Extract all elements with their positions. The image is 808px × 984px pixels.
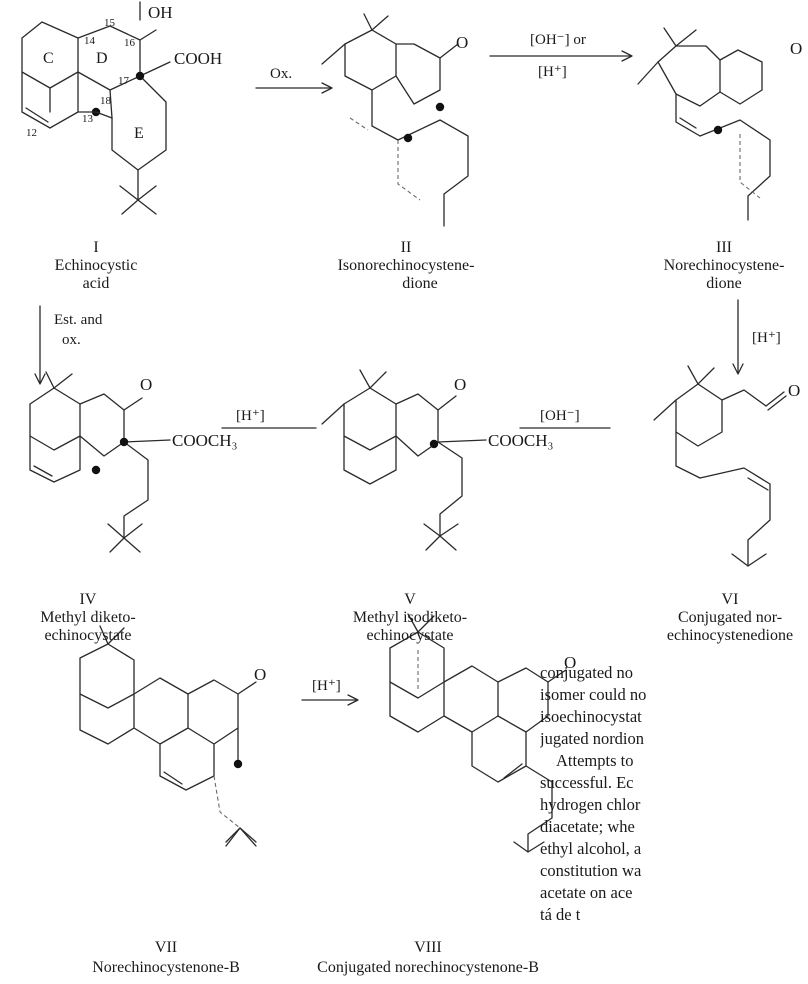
text-line: isomer could no	[540, 685, 647, 704]
locant: 16	[124, 37, 136, 49]
locant: 13	[82, 113, 94, 125]
numeral-VI: VI	[722, 591, 739, 608]
name-IV: Methyl diketo-	[40, 609, 136, 626]
text-line: successful. Ec	[540, 773, 634, 792]
numeral-V: V	[404, 591, 416, 608]
reagent-oh-or: [OH⁻] or	[530, 32, 586, 48]
name-VII: Norechinocystenone-B	[92, 959, 240, 976]
structure-I	[21, 1, 171, 215]
text-line: diacetate; whe	[540, 817, 635, 836]
numeral-IV: IV	[80, 591, 97, 608]
name-IV: echinocystate	[44, 627, 131, 644]
structure-VIII	[389, 613, 567, 853]
atom-cooh: COOH	[174, 49, 222, 68]
numeral-I: I	[93, 239, 98, 256]
numeral-VII: VII	[155, 939, 177, 956]
name-V: echinocystate	[366, 627, 453, 644]
reagent-h-bottom: [H⁺]	[312, 678, 341, 694]
reagent-est-and: Est. and	[54, 312, 103, 328]
text-line: hydrogen chlor	[540, 795, 641, 814]
ring-label-e: E	[134, 125, 144, 142]
atom-o-III: O	[790, 39, 802, 58]
text-line: Attempts to	[556, 751, 634, 770]
text-line: constitution wa	[540, 861, 642, 880]
numeral-II: II	[401, 239, 412, 256]
body-text-fragment: conjugated no isomer could no isoechinoc…	[540, 662, 808, 926]
atom-cooch3-IV: COOCH₃	[172, 431, 238, 450]
reagent-h-plus: [H⁺]	[538, 64, 567, 80]
ring-label-d: D	[96, 50, 108, 67]
arrow-I-to-II	[255, 82, 333, 94]
structure-III	[637, 27, 771, 221]
name-VIII: Conjugated norechinocystenone-B	[317, 959, 539, 976]
text-line: ethyl alcohol, a	[540, 839, 642, 858]
arrow-VII-to-VIII	[301, 694, 359, 706]
reagent-h-left: [H⁺]	[236, 408, 265, 424]
arrow-II-to-III	[489, 50, 633, 62]
text-line: tá de t	[540, 905, 581, 924]
name-III: Norechinocystene-	[664, 257, 785, 274]
text-line: conjugated no	[540, 663, 634, 682]
atom-o-II: O	[456, 33, 468, 52]
numeral-VIII: VIII	[414, 939, 442, 956]
reagent-oh-left: [OH⁻]	[540, 408, 580, 424]
name-VI: Conjugated nor-	[678, 609, 782, 626]
name-II: dione	[402, 275, 438, 292]
locant: 12	[26, 127, 37, 139]
locant: 15	[104, 17, 116, 29]
name-I: acid	[83, 275, 110, 292]
atom-o-V: O	[454, 375, 466, 394]
name-III: dione	[706, 275, 742, 292]
atom-o-IV: O	[140, 375, 152, 394]
name-II: Isonorechinocystene-	[338, 257, 475, 274]
atom-o-VI: O	[788, 381, 800, 400]
atom-oh: OH	[148, 3, 173, 22]
atom-cooch3-V: COOCH₃	[488, 431, 554, 450]
locant: 14	[84, 35, 96, 47]
reagent-ox-2: ox.	[62, 332, 81, 348]
structure-IV	[29, 371, 171, 553]
locant: 17	[118, 75, 130, 87]
structure-VI	[653, 365, 787, 567]
numeral-III: III	[716, 239, 732, 256]
structure-II	[321, 13, 469, 227]
text-line: acetate on ace	[540, 883, 633, 902]
name-I: Echinocystic	[55, 257, 138, 274]
arrow-I-to-IV	[34, 305, 46, 385]
reagent-h-down: [H⁺]	[752, 330, 781, 346]
atom-o-VII: O	[254, 665, 266, 684]
structure-V	[321, 369, 487, 551]
name-V: Methyl isodiketo-	[353, 609, 467, 626]
locant: 18	[100, 95, 112, 107]
text-line: jugated nordion	[540, 729, 645, 748]
reagent-ox: Ox.	[270, 66, 292, 82]
ring-label-c: C	[43, 50, 54, 67]
name-VI: echinocystenedione	[667, 627, 793, 644]
arrow-III-to-VI	[732, 299, 744, 375]
structure-VII	[79, 625, 257, 847]
text-line: isoechinocystat	[540, 707, 642, 726]
atom-o-VIII: O	[564, 653, 576, 672]
